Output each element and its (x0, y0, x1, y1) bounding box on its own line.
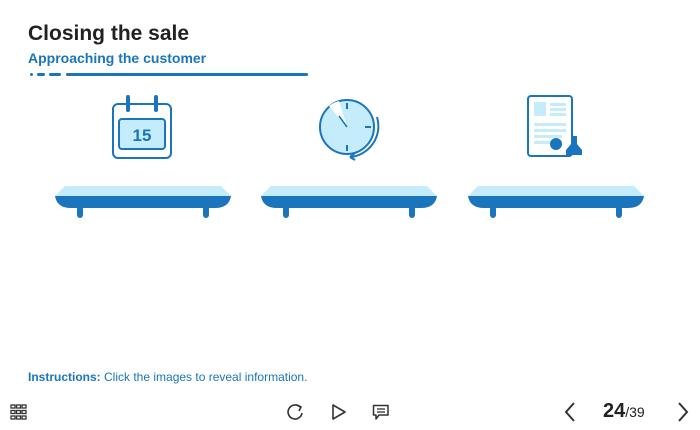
calendar-shelf-item[interactable]: 15 (55, 90, 231, 225)
page-subtitle: Approaching the customer (28, 50, 207, 66)
page-counter: 24/39 (603, 400, 645, 423)
previous-page-button[interactable] (563, 401, 577, 423)
current-page: 24 (603, 400, 626, 422)
page-title: Closing the sale (28, 22, 190, 45)
next-page-button[interactable] (676, 401, 690, 423)
clock-shelf-item[interactable] (261, 90, 437, 225)
shelf (261, 186, 437, 218)
instructions-text: Click the images to reveal information. (100, 370, 308, 384)
calendar-day: 15 (133, 126, 152, 145)
replay-icon[interactable] (287, 403, 305, 421)
contract-shelf-item[interactable] (468, 90, 644, 225)
play-icon[interactable] (331, 403, 347, 421)
total-pages: /39 (625, 404, 645, 420)
contract-document-icon (527, 95, 582, 157)
shelf (468, 186, 644, 218)
menu-grid-icon[interactable] (10, 404, 27, 420)
instructions-label: Instructions: (28, 370, 101, 384)
calendar-icon: 15 (112, 95, 172, 159)
instructions: Instructions: Click the images to reveal… (28, 370, 307, 384)
comment-icon[interactable] (372, 404, 390, 421)
shelf (55, 186, 231, 218)
clock-icon (319, 99, 380, 161)
